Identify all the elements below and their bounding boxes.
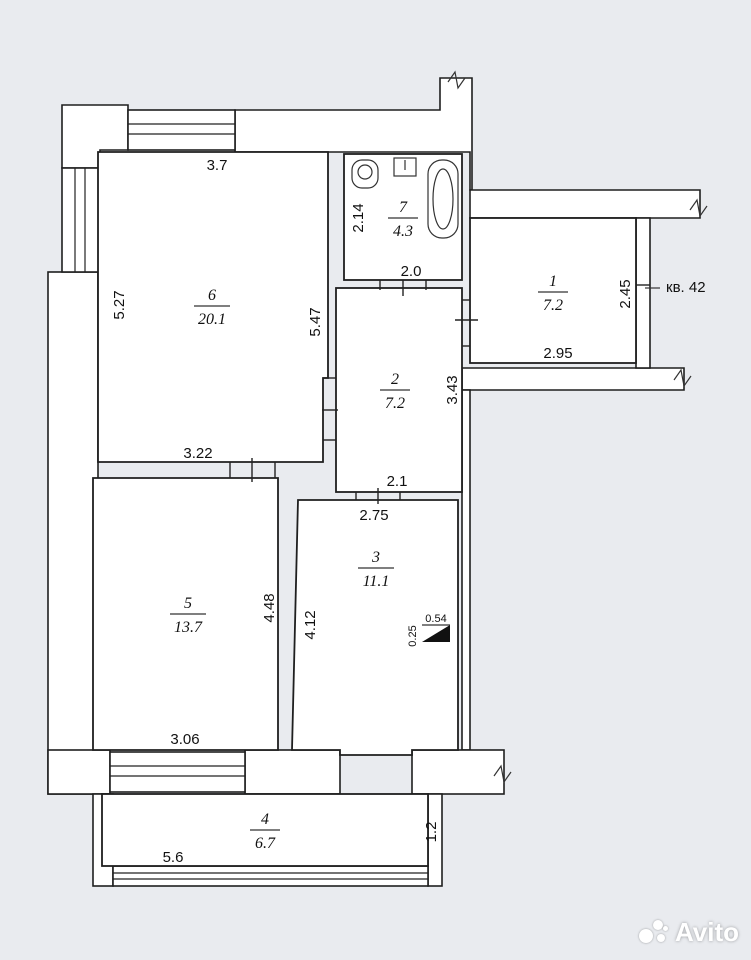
avito-watermark: Avito xyxy=(638,917,739,948)
svg-text:2.1: 2.1 xyxy=(387,473,408,490)
svg-text:6: 6 xyxy=(208,287,216,304)
svg-text:3: 3 xyxy=(371,549,380,566)
svg-text:5.27: 5.27 xyxy=(111,290,128,319)
room-3 xyxy=(291,499,459,756)
svg-text:6.7: 6.7 xyxy=(255,835,276,852)
neighbor-apartment-label: кв. 42 xyxy=(666,279,706,296)
svg-text:3.43: 3.43 xyxy=(444,375,461,404)
svg-text:7.2: 7.2 xyxy=(543,297,563,314)
svg-text:3.7: 3.7 xyxy=(207,157,228,174)
svg-text:5.47: 5.47 xyxy=(307,307,324,336)
svg-text:1: 1 xyxy=(549,273,557,290)
svg-text:2.14: 2.14 xyxy=(350,203,367,232)
svg-text:13.7: 13.7 xyxy=(174,619,203,636)
svg-text:3.22: 3.22 xyxy=(183,445,212,462)
svg-text:2.0: 2.0 xyxy=(401,263,422,280)
room-labels: 1 7.2 2 7.2 3 11.1 4 6.7 5 13.7 6 20.1 7… xyxy=(170,199,568,852)
svg-text:7: 7 xyxy=(399,199,408,216)
svg-text:11.1: 11.1 xyxy=(363,573,390,590)
closet-marker xyxy=(422,625,450,642)
svg-text:0.25: 0.25 xyxy=(407,625,419,646)
svg-text:20.1: 20.1 xyxy=(198,311,226,328)
svg-text:4.48: 4.48 xyxy=(261,593,278,622)
svg-text:2: 2 xyxy=(391,371,399,388)
svg-text:0.54: 0.54 xyxy=(425,613,446,625)
break-marks xyxy=(447,70,708,784)
svg-text:3.06: 3.06 xyxy=(170,731,199,748)
watermark-text: Avito xyxy=(674,917,739,947)
bathroom-fixtures xyxy=(351,157,459,239)
doors xyxy=(229,280,650,504)
room-7 xyxy=(343,153,463,281)
svg-text:7.2: 7.2 xyxy=(385,395,405,412)
svg-text:4: 4 xyxy=(261,811,269,828)
svg-text:1.2: 1.2 xyxy=(423,822,440,843)
room-6 xyxy=(97,151,329,463)
svg-text:5: 5 xyxy=(184,595,192,612)
outer-walls xyxy=(47,77,701,887)
room-1 xyxy=(469,217,637,364)
svg-text:2.45: 2.45 xyxy=(617,279,634,308)
avito-logo-icon xyxy=(638,919,669,946)
svg-text:5.6: 5.6 xyxy=(163,849,184,866)
dimension-labels: 3.7 5.27 5.47 3.22 2.14 2.0 2.45 2.95 3.… xyxy=(111,157,634,866)
svg-text:4.12: 4.12 xyxy=(302,610,319,639)
windows xyxy=(61,109,429,887)
svg-text:4.3: 4.3 xyxy=(393,223,413,240)
svg-text:2.75: 2.75 xyxy=(359,507,388,524)
svg-text:2.95: 2.95 xyxy=(543,345,572,362)
